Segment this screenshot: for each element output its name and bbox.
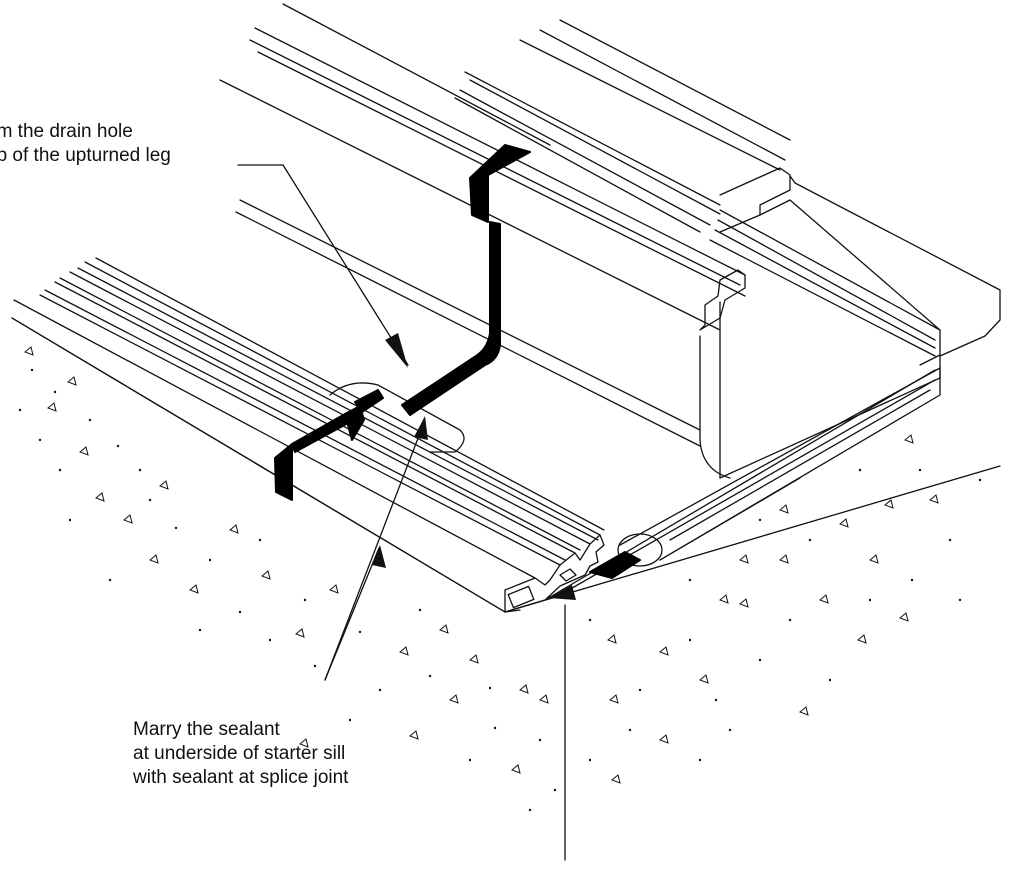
callout-drain-hole-line-2: op of the upturned leg	[0, 145, 171, 166]
callout-marry-sealant-line-2: at underside of starter sill	[133, 743, 346, 764]
drain-slot	[330, 383, 464, 452]
backer-rod	[618, 534, 662, 566]
callout-drain-hole: om the drain hole op of the upturned leg	[0, 120, 171, 168]
callout-drain-hole-line-1: om the drain hole	[0, 121, 133, 142]
concrete-dots	[18, 368, 982, 812]
callout-marry-sealant-line-1: Marry the sealant	[133, 719, 280, 740]
sealant-bands	[275, 145, 640, 578]
concrete-substrate	[12, 318, 1000, 612]
callout-marry-sealant: Marry the sealant at underside of starte…	[133, 718, 348, 790]
left-starter-sill	[12, 258, 604, 612]
rear-sill	[220, 4, 1000, 478]
callout-marry-sealant-line-3: with sealant at splice joint	[133, 767, 349, 788]
arrowheads	[372, 333, 576, 600]
concrete-aggregate-texture	[25, 347, 938, 783]
leader-lines	[238, 165, 565, 860]
